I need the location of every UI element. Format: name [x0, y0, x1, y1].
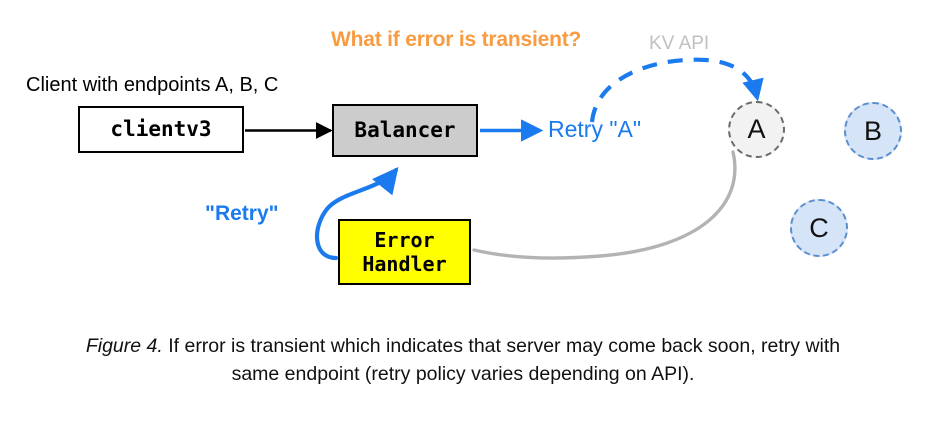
- node-error-handler: Error Handler: [338, 219, 471, 285]
- endpoint-a-label: A: [747, 114, 766, 144]
- figure-caption-line2: retry with same endpoint (retry policy v…: [231, 335, 841, 386]
- endpoint-circle-a: A: [728, 101, 785, 158]
- kv-api-label: KV API: [649, 33, 710, 54]
- edge-endpoint-a-to-error-handler: [472, 150, 737, 260]
- transient-error-headline: What if error is transient?: [331, 28, 582, 51]
- endpoint-c-label: C: [809, 212, 829, 243]
- edge-retry-to-endpoint-a-dashed: [589, 57, 764, 123]
- figure-number: Figure 4.: [85, 335, 163, 357]
- retry-a-label: Retry "A": [548, 116, 642, 142]
- client-endpoints-caption: Client with endpoints A, B, C: [26, 74, 279, 96]
- node-balancer: Balancer: [332, 104, 478, 157]
- figure-caption-line1: If error is transient which indicates th…: [162, 335, 756, 357]
- retry-message-label: "Retry": [205, 202, 279, 225]
- endpoint-circle-c: C: [790, 199, 848, 257]
- node-clientv3: clientv3: [78, 106, 244, 153]
- node-error-handler-label-line2: Handler: [362, 252, 447, 276]
- figure-caption: Figure 4. If error is transient which in…: [63, 332, 863, 389]
- endpoint-circle-b: B: [844, 102, 902, 160]
- node-clientv3-label: clientv3: [110, 116, 212, 141]
- node-error-handler-label-line1: Error: [374, 227, 435, 252]
- node-balancer-label: Balancer: [354, 117, 456, 142]
- endpoint-b-label: B: [863, 115, 882, 146]
